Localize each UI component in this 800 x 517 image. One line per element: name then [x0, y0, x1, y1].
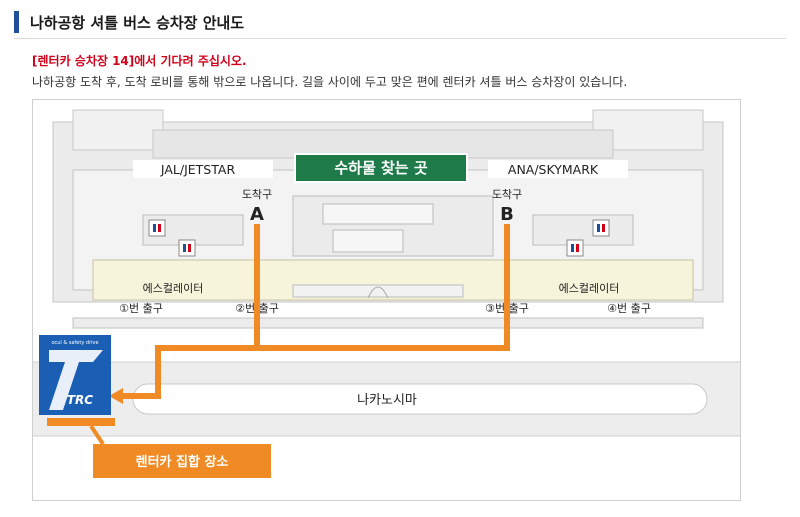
gate-b-letter: B — [500, 204, 514, 225]
header-accent-bar — [14, 11, 19, 33]
baggage-claim-sign — [294, 153, 468, 183]
exit-label-1: ①번 출구 — [119, 302, 163, 315]
meeting-point-label: 렌터카 집합 장소 — [136, 454, 229, 470]
directions-text: 나하공항 도착 후, 도착 로비를 통해 밖으로 나옵니다. 길을 사이에 두고… — [32, 75, 628, 89]
page-title: 나하공항 셔틀 버스 승차장 안내도 — [30, 14, 245, 32]
road-label: 나카노시마 — [357, 393, 417, 408]
exit-label-4: ④번 출구 — [607, 302, 651, 315]
map-drawing: JAL/JETSTAR ANA/SKYMARK 수하물 찾는 곳 도착구 A 도… — [33, 100, 740, 500]
meeting-point-sign — [93, 444, 271, 478]
svg-text:ocul & safety drive: ocul & safety drive — [51, 340, 98, 346]
restroom-icon — [178, 239, 196, 257]
airline-label-right: ANA/SKYMARK — [508, 162, 599, 177]
svg-text:TRC: TRC — [67, 393, 93, 407]
baggage-claim-label: 수하물 찾는 곳 — [334, 159, 427, 177]
waiting-notice: [렌터카 승차장 14]에서 기다려 주십시오. — [32, 54, 247, 68]
gate-a-letter: A — [250, 204, 264, 225]
airline-label-left: JAL/JETSTAR — [160, 162, 236, 177]
walking-route — [109, 224, 510, 404]
airport-map: JAL/JETSTAR ANA/SKYMARK 수하물 찾는 곳 도착구 A 도… — [32, 99, 741, 501]
restroom-icon — [566, 239, 584, 257]
escalator-label-left: 에스컬레이터 — [143, 282, 204, 295]
arrival-gate-b-label: 도착구 — [492, 188, 522, 201]
restroom-icon — [148, 219, 166, 237]
page-header: 나하공항 셔틀 버스 승차장 안내도 — [14, 8, 786, 39]
arrival-gate-a-label: 도착구 — [242, 188, 272, 201]
median-strip — [132, 383, 708, 415]
trc-logo: ocul & safety drive TRC — [39, 335, 111, 415]
escalator-label-right: 에스컬레이터 — [559, 282, 620, 295]
restroom-icon — [592, 219, 610, 237]
route-arrow-icon — [109, 388, 123, 404]
